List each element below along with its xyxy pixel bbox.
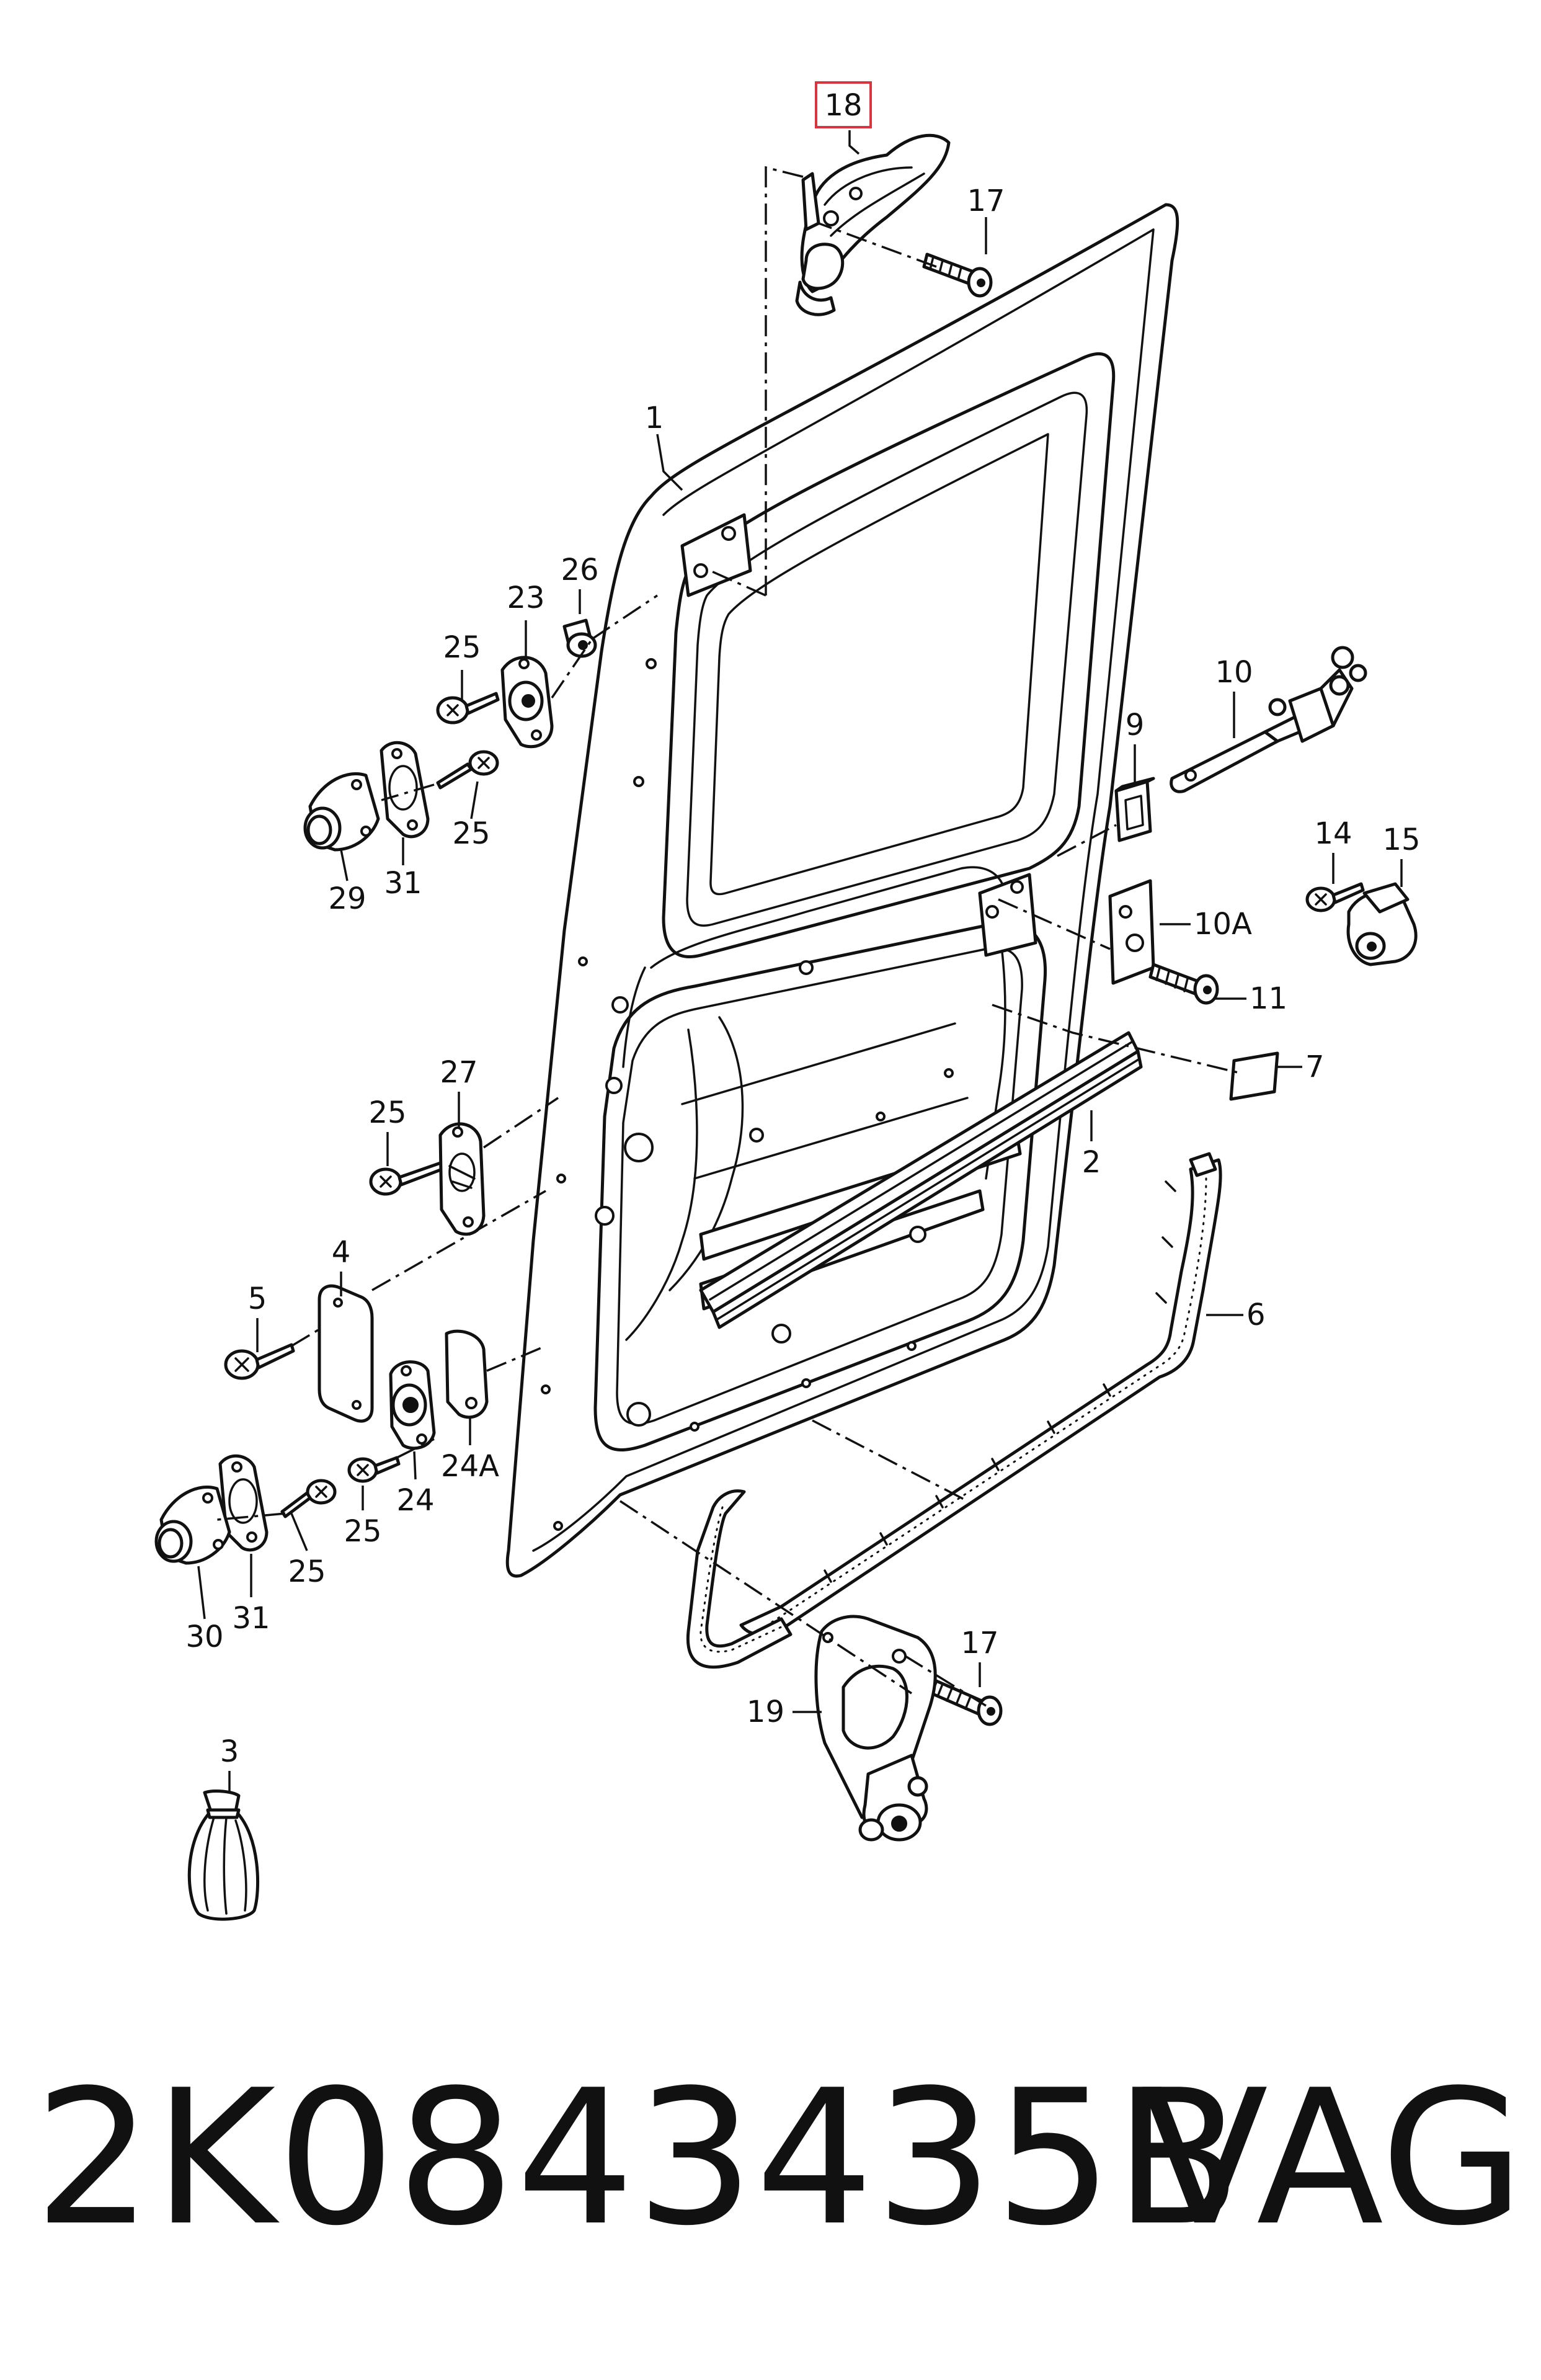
callout-25-c: 25 [368,1095,406,1130]
cover-plate-4 [318,1284,374,1423]
buffer-24 [389,1360,436,1450]
assembly-lines [216,166,1241,1707]
callout-14: 14 [1314,816,1352,851]
callout-24a: 24A [441,1449,499,1484]
sill-rail-2 [699,1031,1143,1329]
guide-bracket-10 [1170,646,1367,793]
latch-plate-10a [1108,879,1155,985]
patch-7 [1229,1051,1279,1101]
callout-6: 6 [1246,1298,1266,1332]
callout-26: 26 [561,553,598,587]
callout-11: 11 [1250,981,1287,1016]
gasket-24a [445,1329,489,1419]
callout-2: 2 [1082,1145,1101,1180]
upper-roller-arm [795,133,951,316]
callout-10a: 10A [1194,907,1252,942]
door-shell [505,203,1179,1578]
callout-23: 23 [507,581,544,615]
highlight-box-18 [815,81,872,128]
callout-5: 5 [248,1281,267,1316]
grease-bag-3 [187,1789,260,1921]
leader-lines [197,130,1403,1793]
callout-27: 27 [440,1055,477,1090]
callout-1: 1 [645,401,664,435]
striker-27 [438,1122,486,1236]
buffer-30 [154,1485,231,1565]
callout-29: 29 [328,881,366,916]
callout-4: 4 [332,1235,351,1270]
screw-14 [1305,882,1365,912]
bumper-9 [1114,777,1155,842]
screw-25-d [347,1456,401,1483]
seal-6-lower-loop [686,1489,793,1669]
callout-25-d: 25 [344,1514,381,1549]
part-number: 2K0843435B [34,2050,1243,2266]
gasket-31-top [380,741,430,839]
callout-19: 19 [747,1695,784,1729]
callout-17-top: 17 [967,184,1005,218]
callout-10: 10 [1215,655,1253,690]
callout-25-a: 25 [443,630,481,665]
callout-31-top: 31 [384,866,422,901]
buffer-29 [303,772,380,852]
callout-25-b: 25 [452,816,490,851]
striker-plate-23 [500,656,554,749]
callout-9: 9 [1126,708,1145,742]
callout-30: 30 [185,1620,223,1654]
bolt-17-bottom [930,1679,1003,1726]
screw-5 [224,1343,295,1380]
callout-7: 7 [1305,1050,1325,1084]
guide-block-15 [1346,882,1418,966]
callout-24: 24 [396,1483,434,1518]
nut-26 [562,618,597,658]
lower-roller-arm-19 [814,1615,937,1842]
callouts: 18 17 1 26 23 25 25 31 29 10 9 14 15 10A… [185,88,1420,1769]
brand-name: VAG [1141,2050,1525,2266]
callout-25-e: 25 [288,1554,326,1589]
callout-31-bottom: 31 [232,1601,270,1636]
bolt-11 [1148,963,1219,1005]
screw-25-e [280,1479,337,1518]
screw-25-b [436,750,499,790]
callout-3: 3 [220,1734,239,1769]
callout-15: 15 [1382,822,1420,857]
bolt-17-top [922,252,993,298]
callout-17-bottom: 17 [961,1626,998,1660]
screw-25-c [369,1161,444,1196]
callout-18: 18 [824,88,862,123]
gasket-31-bottom [218,1454,269,1552]
screw-25-a [436,692,500,724]
